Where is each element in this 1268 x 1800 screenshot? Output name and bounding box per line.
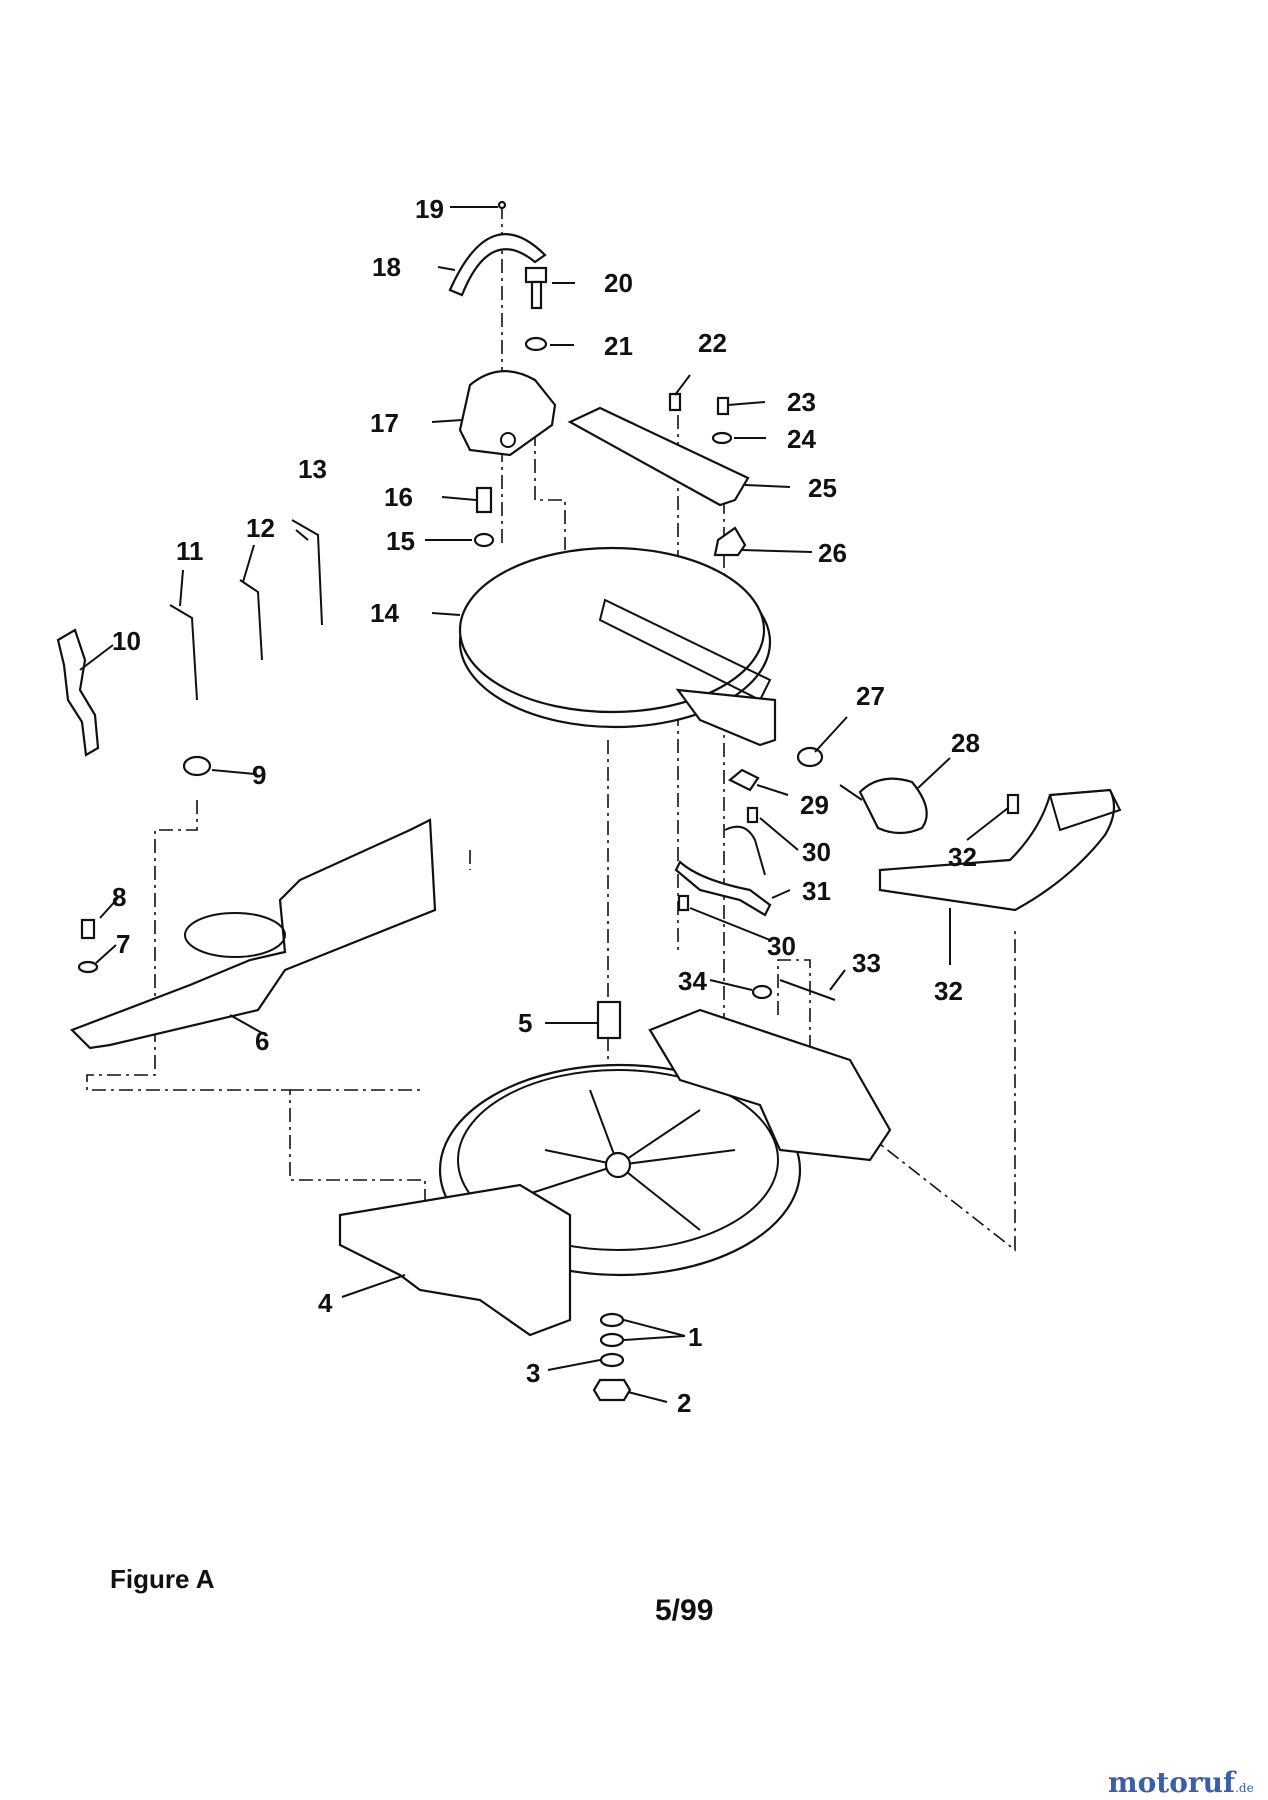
part-29-clip bbox=[728, 768, 760, 792]
part-16-screw bbox=[475, 486, 493, 514]
callout-13: 13 bbox=[298, 454, 327, 484]
part-9-nut bbox=[182, 755, 212, 777]
page-code: 5/99 bbox=[655, 1594, 714, 1627]
callout-35: 34 bbox=[678, 966, 707, 996]
part-30-screw-b bbox=[677, 894, 690, 912]
callout-11: 11 bbox=[176, 536, 204, 566]
callout-27: 27 bbox=[856, 681, 885, 711]
callout-30b: 30 bbox=[767, 931, 796, 961]
callout-31: 31 bbox=[802, 876, 831, 906]
callout-28: 28 bbox=[951, 728, 980, 758]
part-10-wrench bbox=[56, 628, 100, 757]
callout-labels: 19 18 20 21 22 23 24 17 25 16 13 12 15 2… bbox=[112, 194, 980, 1418]
part-19-pin bbox=[497, 200, 507, 210]
part-11-hex-key bbox=[169, 604, 198, 701]
callout-5: 5 bbox=[518, 1008, 532, 1038]
callout-15: 15 bbox=[386, 526, 415, 556]
part-15-washer bbox=[473, 532, 495, 548]
parts bbox=[56, 200, 1122, 1402]
part-27-nut bbox=[796, 746, 824, 768]
part-25-plate bbox=[567, 406, 750, 507]
callout-8: 8 bbox=[112, 882, 126, 912]
part-8-screw bbox=[80, 918, 96, 940]
callout-32: 32 bbox=[948, 842, 977, 872]
part-35-disk bbox=[751, 984, 773, 1000]
callout-25: 25 bbox=[808, 473, 837, 503]
part-20-bolt-shank bbox=[530, 280, 543, 310]
callout-16: 16 bbox=[384, 482, 413, 512]
callout-22: 22 bbox=[698, 328, 727, 358]
part-1-washer-b bbox=[599, 1332, 625, 1348]
part-22-screw bbox=[668, 392, 682, 412]
callout-7: 7 bbox=[116, 929, 130, 959]
callout-21: 21 bbox=[604, 331, 633, 361]
callout-10: 10 bbox=[112, 626, 141, 656]
leader-lines bbox=[79, 206, 1009, 1403]
part-32-screw bbox=[1006, 793, 1020, 815]
callout-18: 18 bbox=[372, 252, 401, 282]
part-23-screw bbox=[716, 396, 730, 416]
callout-2: 2 bbox=[677, 1388, 691, 1418]
part-20-bolt-head bbox=[524, 266, 548, 284]
part-6-fence bbox=[70, 818, 437, 1050]
callout-20: 20 bbox=[604, 268, 633, 298]
callout-26: 26 bbox=[818, 538, 847, 568]
callout-34: 33 bbox=[852, 948, 881, 978]
part-17-bracket bbox=[458, 370, 557, 457]
callout-3: 3 bbox=[526, 1358, 540, 1388]
watermark-main: motoruf bbox=[1108, 1766, 1236, 1799]
watermark-logo[interactable]: motoruf.de bbox=[1108, 1766, 1254, 1799]
figure-caption: Figure A bbox=[110, 1564, 215, 1594]
callout-30a: 30 bbox=[802, 837, 831, 867]
part-24-washer bbox=[711, 431, 733, 445]
callout-6: 6 bbox=[255, 1026, 269, 1056]
part-3-washer bbox=[599, 1352, 625, 1368]
callout-17: 17 bbox=[370, 408, 399, 438]
callout-4: 4 bbox=[318, 1288, 333, 1318]
part-26-block bbox=[713, 526, 747, 557]
part-14-table-top bbox=[458, 546, 766, 714]
part-4-base-right-wing bbox=[648, 1008, 892, 1162]
watermark-tld: .de bbox=[1235, 1781, 1254, 1795]
part-28-knob bbox=[858, 777, 928, 835]
callout-29: 29 bbox=[800, 790, 829, 820]
part-2-nut bbox=[592, 1378, 632, 1402]
callout-1: 1 bbox=[688, 1322, 702, 1352]
part-13-hex-key bbox=[291, 519, 323, 626]
part-21-washer bbox=[524, 336, 548, 352]
part-18-arc bbox=[448, 233, 547, 297]
part-31-lever bbox=[674, 860, 772, 917]
part-1-washer-a bbox=[599, 1312, 625, 1328]
callout-33: 32 bbox=[934, 976, 963, 1006]
callout-12: 12 bbox=[246, 513, 275, 543]
callout-19: 19 bbox=[415, 194, 444, 224]
callout-14: 14 bbox=[370, 598, 399, 628]
callout-23: 23 bbox=[787, 387, 816, 417]
callout-24: 24 bbox=[787, 424, 816, 454]
part-5-pivot bbox=[596, 1000, 622, 1040]
part-4-base-left-wing bbox=[338, 1183, 572, 1337]
part-7-washer bbox=[77, 960, 99, 974]
part-34-pin bbox=[779, 979, 836, 1001]
part-30-screw-a bbox=[746, 806, 759, 824]
callout-9: 9 bbox=[252, 760, 266, 790]
part-12-hex-key bbox=[239, 579, 263, 661]
